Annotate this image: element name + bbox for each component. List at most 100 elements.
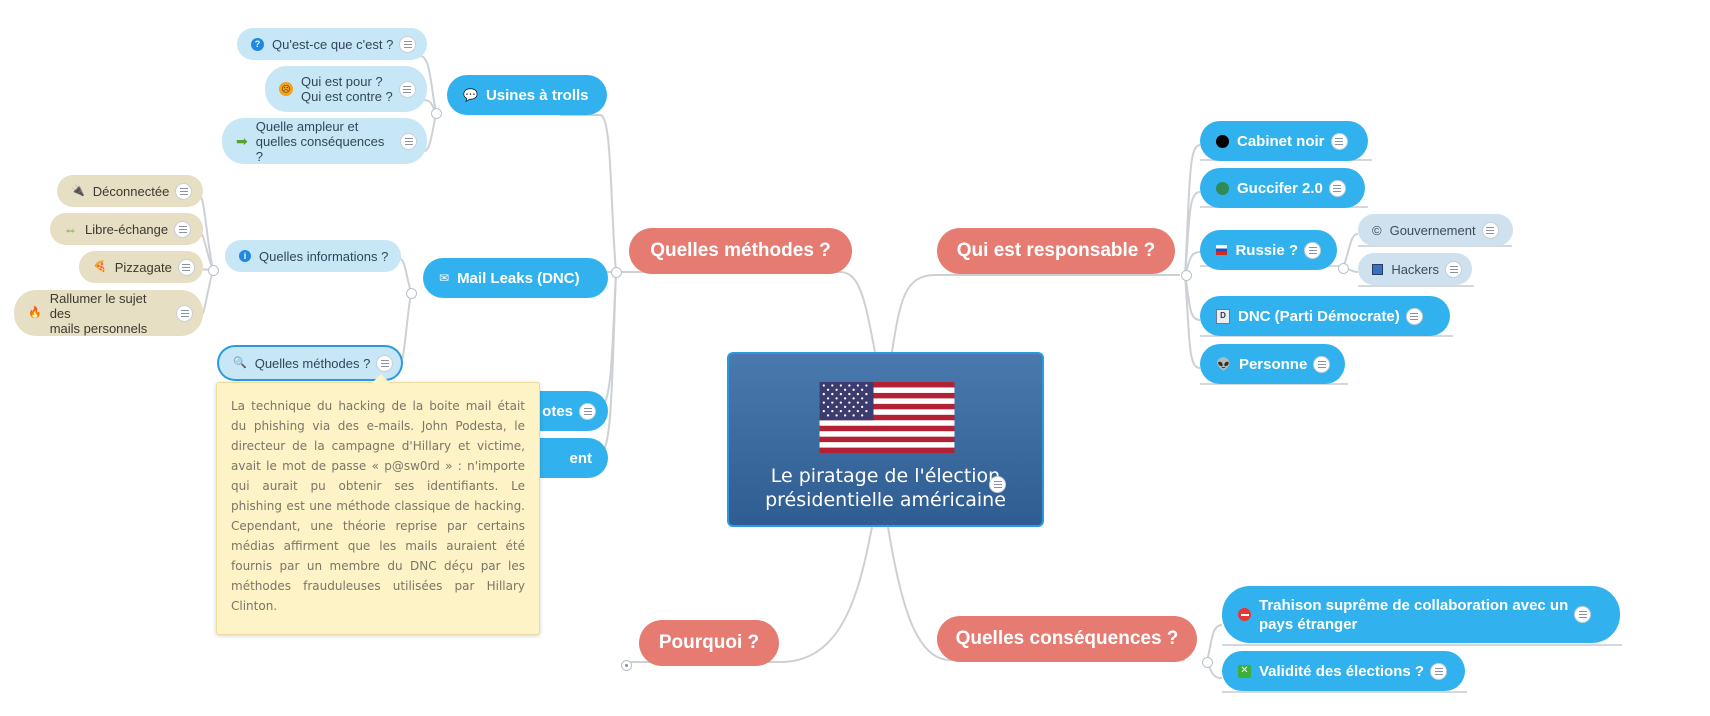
topic-free-trade-label: Libre-échange (85, 221, 169, 237)
topic-what-is-it-label: Qu'est-ce que c'est ? (272, 36, 394, 52)
us-flag-image (819, 382, 955, 453)
topic-personal-mails-label-1: Rallumer le sujet des (49, 290, 147, 321)
topic-personal-mails[interactable]: 🔥 Rallumer le sujet des mails personnels (14, 290, 203, 336)
topic-which-methods-label: Quelles méthodes ? (254, 355, 371, 371)
info-icon: i (239, 250, 251, 262)
cross-box-icon: ✕ (1238, 664, 1251, 678)
notes-icon[interactable] (398, 80, 416, 98)
topic-for-against[interactable]: ☹ Qui est pour ? Qui est contre ? (265, 66, 427, 112)
envelope-icon: ✉ (439, 271, 450, 285)
expand-dot-why[interactable] (621, 660, 632, 671)
collapse-dot-methods[interactable] (611, 267, 622, 278)
topic-hidden-2-label: ent (569, 449, 593, 467)
topic-for-against-label-2: Qui est contre ? (301, 89, 393, 104)
notes-icon[interactable] (177, 258, 195, 276)
topic-cabinet-noir[interactable]: Cabinet noir (1200, 121, 1368, 161)
question-icon: ? (251, 37, 264, 51)
topic-scope[interactable]: ➡ Quelle ampleur et quelles conséquences… (222, 118, 427, 164)
notes-icon[interactable] (1430, 662, 1448, 680)
notes-icon[interactable] (1405, 307, 1423, 325)
topic-which-methods[interactable]: 🔍 Quelles méthodes ? (219, 347, 401, 379)
no-entry-icon (1238, 608, 1251, 621)
topic-treason-label-1: Trahison suprême de collaboration avec u… (1259, 596, 1569, 614)
speech-bubble-icon: 💬 (463, 88, 478, 102)
topic-free-trade[interactable]: ⇔ Libre-échange (50, 213, 203, 245)
topic-trolls-label: Usines à trolls (485, 86, 589, 104)
topic-pizzagate-label: Pizzagate (114, 259, 172, 275)
face-icon: ☹ (279, 82, 293, 96)
topic-hackers-label: Hackers (1391, 261, 1439, 277)
notes-icon[interactable] (989, 476, 1006, 493)
party-icon: D (1216, 308, 1230, 324)
pizza-icon: 🍕 (93, 260, 107, 273)
topic-consequences-label: Quelles conséquences ? (955, 628, 1179, 649)
copyright-icon: © (1372, 222, 1382, 238)
topic-dnc-label: DNC (Parti Démocrate) (1238, 307, 1400, 325)
topic-government[interactable]: © Gouvernement (1358, 214, 1513, 246)
topic-why[interactable]: Pourquoi ? (639, 620, 779, 666)
topic-russia[interactable]: Russie ? (1200, 230, 1337, 270)
notes-icon[interactable] (1313, 355, 1331, 373)
topic-methods-label: Quelles méthodes ? (650, 240, 831, 261)
topic-government-label: Gouvernement (1389, 222, 1476, 238)
topic-treason[interactable]: Trahison suprême de collaboration avec u… (1222, 586, 1620, 643)
alien-icon: 👽 (1216, 357, 1231, 371)
topic-personal-mails-label-2: mails personnels (49, 320, 148, 336)
topic-treason-label-2: pays étranger (1259, 615, 1358, 633)
topic-what-is-it[interactable]: ? Qu'est-ce que c'est ? (237, 28, 427, 60)
topic-consequences[interactable]: Quelles conséquences ? (937, 616, 1197, 662)
topic-mail-leaks[interactable]: ✉ Mail Leaks (DNC) (423, 258, 608, 298)
notes-icon[interactable] (1481, 221, 1499, 239)
topic-nobody[interactable]: 👽 Personne (1200, 344, 1345, 384)
topic-trolls[interactable]: 💬 Usines à trolls (447, 75, 607, 115)
topic-cabinet-noir-label: Cabinet noir (1237, 132, 1325, 150)
collapse-dot-consequences[interactable] (1202, 657, 1213, 668)
collapse-dot-russia[interactable] (1338, 263, 1349, 274)
central-title-line-2: présidentielle américaine (765, 489, 1006, 511)
topic-scope-label-1: Quelle ampleur et (255, 118, 359, 134)
notes-icon[interactable] (376, 354, 394, 372)
topic-which-info[interactable]: i Quelles informations ? (225, 240, 401, 272)
notes-icon[interactable] (1328, 179, 1346, 197)
topic-hackers[interactable]: Hackers (1358, 253, 1472, 285)
collapse-dot-trolls[interactable] (431, 108, 442, 119)
topic-hidden-1-label: otes (542, 402, 573, 420)
topic-russia-label: Russie ? (1235, 241, 1298, 259)
magnifier-icon: 🔍 (233, 356, 247, 369)
arrow-right-icon: ➡ (236, 133, 248, 149)
topic-validity-label: Validité des élections ? (1259, 662, 1425, 680)
notes-icon[interactable] (1574, 606, 1592, 623)
topic-disconnected-label: Déconnectée (92, 183, 170, 199)
central-topic[interactable]: Le piratage de l'élection présidentielle… (727, 352, 1044, 527)
fire-icon: 🔥 (28, 306, 42, 319)
notes-icon[interactable] (174, 220, 192, 238)
notes-icon[interactable] (400, 132, 417, 150)
notes-icon[interactable] (1304, 241, 1321, 259)
central-title: Le piratage de l'élection présidentielle… (729, 464, 1042, 512)
topic-guccifer[interactable]: Guccifer 2.0 (1200, 168, 1365, 208)
collapse-dot-info[interactable] (208, 265, 219, 276)
note-popup: La technique du hacking de la boite mail… (216, 374, 540, 635)
notes-icon[interactable] (175, 182, 193, 200)
russia-flag-icon (1216, 245, 1228, 255)
double-arrow-icon: ⇔ (64, 221, 77, 237)
topic-dnc[interactable]: D DNC (Parti Démocrate) (1200, 296, 1450, 336)
plug-icon: 🔌 (71, 184, 85, 197)
topic-disconnected[interactable]: 🔌 Déconnectée (57, 175, 203, 207)
collapse-dot-mail[interactable] (406, 288, 417, 299)
notes-icon[interactable] (176, 304, 193, 322)
topic-pizzagate[interactable]: 🍕 Pizzagate (79, 251, 203, 283)
central-title-line-1: Le piratage de l'élection (770, 465, 1001, 487)
notes-icon[interactable] (1330, 132, 1348, 150)
topic-responsible[interactable]: Qui est responsable ? (937, 228, 1175, 274)
black-circle-icon (1216, 134, 1229, 148)
notes-icon[interactable] (399, 35, 417, 53)
globe-icon (1216, 181, 1229, 195)
topic-methods[interactable]: Quelles méthodes ? (629, 228, 852, 274)
collapse-dot-responsible[interactable] (1181, 270, 1192, 281)
topic-nobody-label: Personne (1238, 355, 1308, 373)
notes-icon[interactable] (579, 402, 596, 420)
notes-icon[interactable] (1445, 260, 1462, 278)
topic-validity[interactable]: ✕ Validité des élections ? (1222, 651, 1465, 691)
topic-guccifer-label: Guccifer 2.0 (1237, 179, 1323, 197)
